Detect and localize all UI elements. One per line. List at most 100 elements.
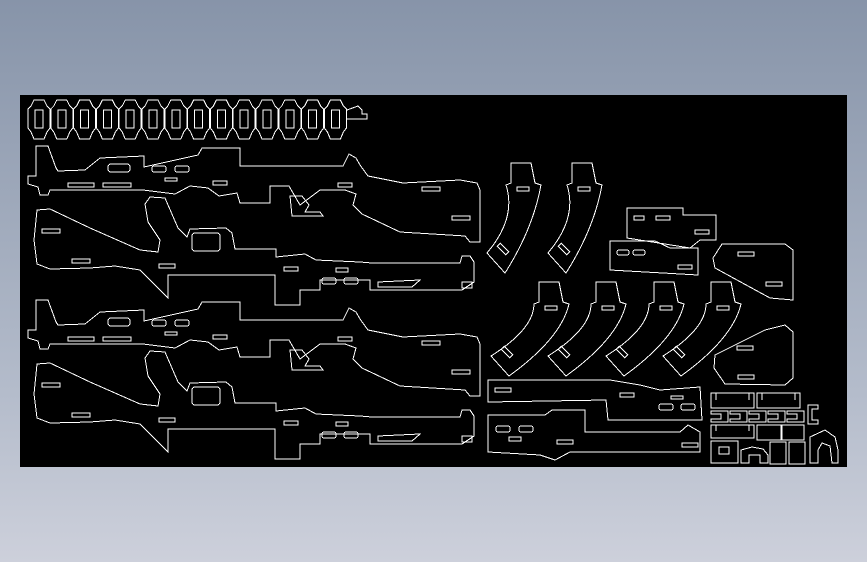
slot xyxy=(616,249,630,256)
slot xyxy=(681,442,699,448)
slot xyxy=(516,186,530,192)
chain-links xyxy=(27,99,368,140)
chain-link xyxy=(164,99,188,140)
slot xyxy=(107,163,131,173)
grip-plate xyxy=(713,324,794,386)
slot xyxy=(670,395,684,400)
slot xyxy=(736,345,754,351)
magazine-part xyxy=(547,162,603,274)
slot xyxy=(655,215,671,221)
plate-parts xyxy=(487,207,839,465)
slot xyxy=(421,186,441,192)
slot xyxy=(577,186,591,192)
slot xyxy=(461,281,473,289)
slot xyxy=(451,215,471,221)
clip-piece xyxy=(710,410,729,423)
side-plate xyxy=(609,240,699,276)
slot xyxy=(102,182,132,188)
grip-plate xyxy=(712,243,794,301)
slot xyxy=(716,305,730,311)
chain-link xyxy=(278,99,302,140)
chain-link xyxy=(73,99,97,140)
gun-part-set xyxy=(27,145,481,306)
bracket xyxy=(710,424,755,439)
clip-piece xyxy=(729,410,748,423)
chain-link xyxy=(118,99,142,140)
slot xyxy=(508,436,522,442)
clip-piece xyxy=(767,410,786,423)
handguard-slot xyxy=(377,279,422,288)
clip-piece xyxy=(807,404,819,425)
chain-link xyxy=(141,99,165,140)
arch-piece xyxy=(740,446,769,464)
chain-link-hole xyxy=(102,109,112,129)
slot xyxy=(283,266,299,272)
magazine-part xyxy=(605,281,685,377)
block xyxy=(769,441,787,465)
clip-row xyxy=(710,404,819,425)
chain-link-hole xyxy=(171,109,181,129)
chain-link-hole xyxy=(216,109,226,129)
slot xyxy=(496,242,510,256)
chain-link xyxy=(209,99,233,140)
slot xyxy=(737,251,755,257)
chain-link xyxy=(232,99,256,140)
chain-link xyxy=(187,99,211,140)
chain-link-hole xyxy=(308,109,318,129)
slot xyxy=(337,182,353,188)
chain-link-hole xyxy=(148,109,158,129)
clip-piece xyxy=(748,410,767,423)
chain-link-hole xyxy=(80,109,90,129)
chain-link-hole xyxy=(239,109,249,129)
slot xyxy=(500,345,514,359)
chain-end xyxy=(346,105,368,120)
chain-link-hole xyxy=(330,109,340,129)
magwell-cutout xyxy=(191,232,221,252)
slot xyxy=(737,374,755,380)
slot xyxy=(659,305,673,311)
slot xyxy=(343,277,359,285)
bracket xyxy=(756,392,801,409)
chain-link-hole xyxy=(125,109,135,129)
chain-link xyxy=(301,99,325,140)
clip-piece xyxy=(786,410,805,423)
magazine-part xyxy=(662,281,742,377)
slot xyxy=(212,180,228,186)
trigger-cutout xyxy=(289,195,324,217)
magazine-parts xyxy=(486,162,742,377)
slot xyxy=(556,439,574,445)
slot xyxy=(158,263,176,269)
magazine-part xyxy=(486,162,542,274)
magazine-part xyxy=(490,281,570,377)
slot xyxy=(694,229,710,235)
slot xyxy=(765,281,783,287)
slot xyxy=(164,177,178,182)
slot xyxy=(335,267,349,273)
block xyxy=(756,424,782,441)
slot xyxy=(321,277,337,285)
slot xyxy=(658,403,674,411)
slot xyxy=(151,165,167,173)
chain-link-hole xyxy=(194,109,204,129)
slot xyxy=(718,446,730,455)
slot xyxy=(67,182,95,188)
chain-link xyxy=(323,99,347,140)
block xyxy=(788,441,806,465)
long-plate xyxy=(487,379,703,421)
chain-link xyxy=(50,99,74,140)
upper-receiver-part xyxy=(27,145,481,243)
slot xyxy=(494,387,512,393)
slot xyxy=(619,392,635,398)
slot xyxy=(615,345,629,359)
slot xyxy=(557,242,571,256)
chain-link xyxy=(27,99,51,140)
chain-link xyxy=(255,99,279,140)
slot xyxy=(174,165,190,173)
slot xyxy=(544,305,558,311)
chain-link-hole xyxy=(34,109,44,129)
slot xyxy=(633,215,645,221)
magazine-part xyxy=(547,281,627,377)
slot xyxy=(41,228,61,234)
chain-link-hole xyxy=(262,109,272,129)
